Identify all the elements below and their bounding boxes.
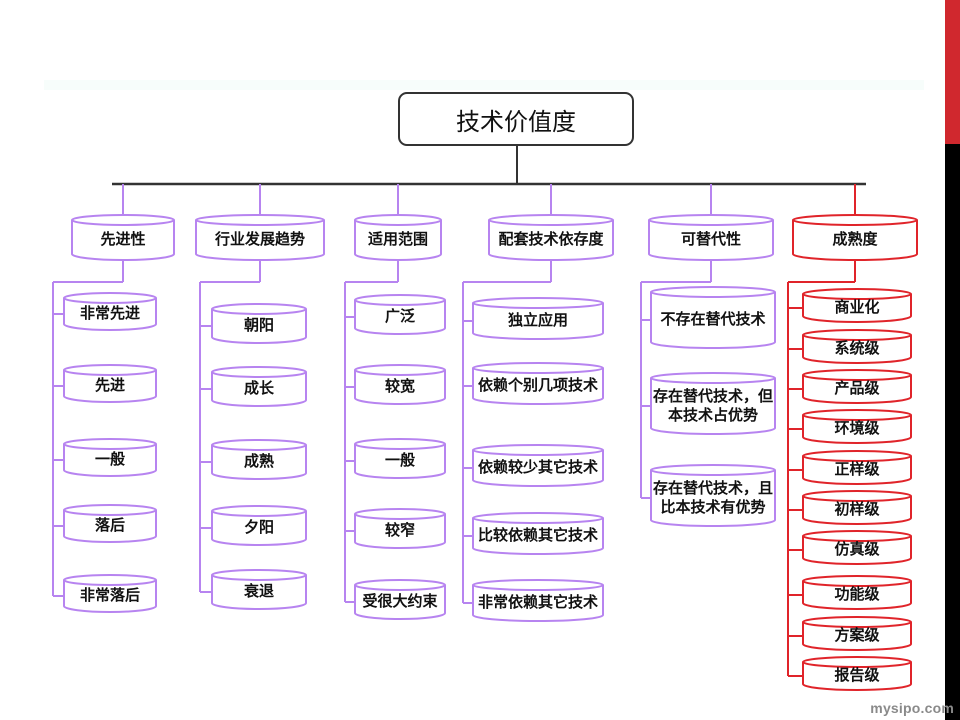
item-node: 一般 [63,438,157,477]
item-node: 比较依赖其它技术 [472,512,604,555]
item-node: 仿真级 [802,530,912,565]
node-label: 广泛 [384,307,415,326]
item-node: 受很大约束 [354,579,446,620]
item-node: 独立应用 [472,297,604,340]
item-node: 产品级 [802,369,912,404]
node-label: 依赖较少其它技术 [477,458,598,477]
node-label: 商业化 [834,298,880,317]
item-node: 方案级 [802,616,912,651]
item-node: 夕阳 [211,505,307,546]
node-label: 存在替代技术，且比本技术有优势 [652,478,773,517]
item-node: 存在替代技术，但本技术占优势 [650,372,776,435]
item-node: 依赖较少其它技术 [472,444,604,487]
item-node: 系统级 [802,329,912,364]
node-label: 环境级 [834,419,880,438]
node-label: 系统级 [834,339,880,358]
accent-bar-red [945,0,960,144]
node-label: 较宽 [384,377,415,396]
item-node: 衰退 [211,569,307,610]
node-label: 适用范围 [367,230,428,249]
node-label: 成熟度 [832,230,878,249]
item-node: 较宽 [354,364,446,405]
item-node: 功能级 [802,575,912,610]
item-node: 正样级 [802,450,912,485]
accent-bar-black [945,144,960,720]
item-node: 非常先进 [63,292,157,331]
watermark: mysipo.com [870,700,954,716]
node-label: 一般 [384,451,415,470]
node-label: 存在替代技术，但本技术占优势 [652,386,773,425]
item-node: 依赖个别几项技术 [472,362,604,405]
node-label: 正样级 [834,460,880,479]
root-title: 技术价值度 [456,107,576,136]
category-node: 可替代性 [648,214,774,261]
item-node: 商业化 [802,288,912,323]
node-label: 独立应用 [507,311,568,330]
header-rule [44,80,924,90]
item-node: 落后 [63,504,157,543]
node-label: 比较依赖其它技术 [477,526,598,545]
node-label: 可替代性 [680,230,741,249]
item-node: 成熟 [211,439,307,480]
node-label: 成熟 [243,452,274,471]
item-node: 朝阳 [211,303,307,344]
category-node: 行业发展趋势 [195,214,325,261]
node-label: 行业发展趋势 [214,230,305,249]
node-label: 一般 [94,450,125,469]
node-label: 先进性 [100,230,146,249]
item-node: 环境级 [802,409,912,444]
node-label: 产品级 [834,379,880,398]
item-node: 存在替代技术，且比本技术有优势 [650,464,776,527]
node-label: 成长 [243,379,274,398]
node-label: 非常依赖其它技术 [477,593,598,612]
item-node: 一般 [354,438,446,479]
item-node: 广泛 [354,294,446,335]
item-node: 非常落后 [63,574,157,613]
item-node: 先进 [63,364,157,403]
node-label: 配套技术依存度 [498,230,604,249]
node-label: 依赖个别几项技术 [477,376,598,395]
category-node: 先进性 [71,214,175,261]
node-label: 先进 [94,376,125,395]
node-label: 不存在替代技术 [660,310,766,329]
item-node: 不存在替代技术 [650,286,776,349]
category-node: 配套技术依存度 [488,214,614,261]
category-node: 成熟度 [792,214,918,261]
node-label: 落后 [94,516,125,535]
node-label: 报告级 [834,666,880,685]
node-label: 朝阳 [243,316,274,335]
node-label: 仿真级 [834,540,880,559]
node-label: 夕阳 [243,518,274,537]
node-label: 较窄 [384,521,415,540]
item-node: 报告级 [802,656,912,691]
item-node: 初样级 [802,490,912,525]
item-node: 成长 [211,366,307,407]
root-node: 技术价值度 [398,92,634,146]
item-node: 非常依赖其它技术 [472,579,604,622]
category-node: 适用范围 [354,214,442,261]
node-label: 衰退 [243,582,274,601]
item-node: 较窄 [354,508,446,549]
node-label: 非常先进 [79,304,140,323]
node-label: 受很大约束 [362,592,438,611]
node-label: 非常落后 [79,586,140,605]
node-label: 功能级 [834,585,880,604]
node-label: 方案级 [834,626,880,645]
node-label: 初样级 [834,500,880,519]
